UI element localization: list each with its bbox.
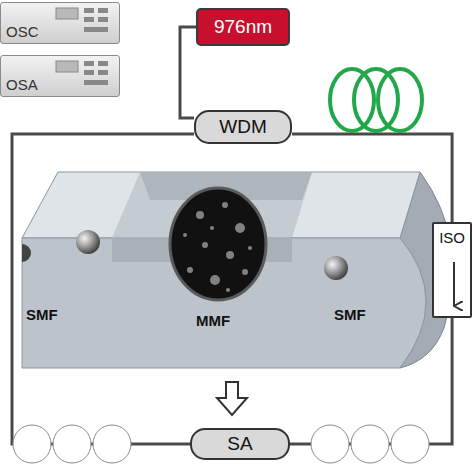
smf-mmf-smf-block — [22, 172, 453, 368]
fiber-beads — [13, 425, 429, 463]
node-text: OSC — [6, 23, 39, 40]
node-text: ISO — [439, 229, 465, 246]
gain-fiber-coil — [330, 69, 422, 131]
node-text: SA — [227, 433, 252, 455]
fiber-label: SMF — [26, 306, 58, 323]
instrument-controls — [56, 8, 108, 85]
fiber-connector — [180, 27, 196, 118]
pump-laser: 976nm — [196, 8, 290, 46]
saturable-absorber: SA — [190, 428, 290, 460]
fiber-label: SMF — [334, 306, 366, 323]
node-text: OSA — [6, 76, 38, 93]
fiber-label: MMF — [196, 312, 230, 329]
isolator-direction — [453, 262, 455, 306]
instrument-panel: OSC — [0, 2, 120, 44]
node-text: 976nm — [214, 16, 272, 38]
isolator: ISO — [432, 222, 472, 318]
instrument-panel: OSA — [0, 55, 120, 97]
node-text: WDM — [219, 116, 266, 138]
wdm-coupler: WDM — [194, 110, 292, 144]
down-arrow — [217, 382, 247, 415]
